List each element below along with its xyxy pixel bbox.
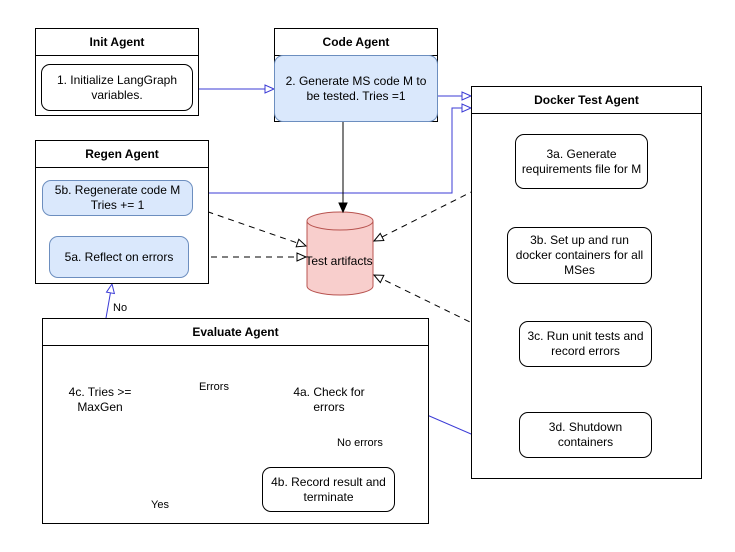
- init-to-code-arrow-head: [264, 84, 276, 94]
- regen-agent-title: Regen Agent: [36, 141, 208, 168]
- init-agent-title: Init Agent: [36, 29, 198, 56]
- reflect-on-errors-node: 5a. Reflect on errors: [49, 236, 189, 278]
- no-edge-label: No: [112, 302, 129, 315]
- evaluate-agent-title: Evaluate Agent: [43, 319, 428, 346]
- record-result-node: 4b. Record result and terminate: [262, 467, 395, 512]
- generate-requirements-node: 3a. Generate requirements file for M: [515, 134, 648, 189]
- regenerate-to-docker-arrow-head: [461, 103, 473, 113]
- setup-run-containers-node: 3b. Set up and run docker containers for…: [507, 227, 652, 284]
- initialize-variables-node: 1. Initialize LangGraph variables.: [41, 64, 193, 111]
- code-agent-title: Code Agent: [275, 29, 437, 56]
- generate-code-node: 2. Generate MS code M to be tested. Trie…: [274, 55, 438, 122]
- shutdown-containers-node: 3d. Shutdown containers: [519, 412, 652, 458]
- check-errors-decision: 4a. Check for errors: [293, 385, 365, 414]
- no-errors-edge-label: No errors: [336, 437, 384, 450]
- test-artifacts-cylinder-body: [306, 221, 374, 296]
- run-unit-tests-node: 3c. Run unit tests and record errors: [519, 321, 652, 367]
- reflect-to-artifacts-dashed-head: [296, 252, 308, 262]
- yes-edge-label: Yes: [150, 499, 170, 512]
- errors-edge-label: Errors: [198, 381, 230, 394]
- code-to-docker-arrow-head: [461, 91, 473, 101]
- code-to-artifacts-arrow-head: [338, 202, 348, 214]
- docker-test-agent-title: Docker Test Agent: [472, 87, 701, 114]
- no-to-regen-arrow-head: [105, 282, 116, 295]
- regenerate-code-node: 5b. Regenerate code M Tries += 1: [42, 180, 193, 216]
- run-tests-to-artifacts-dashed-head: [372, 274, 385, 284]
- test-artifacts-label: Test artifacts: [305, 254, 373, 268]
- regenerate-to-artifacts-dashed-head: [295, 238, 308, 248]
- test-artifacts-cylinder-top: [306, 211, 374, 231]
- regenerate-to-artifacts-dashed: [196, 207, 307, 247]
- generate-req-to-artifacts-dashed-head: [372, 232, 385, 242]
- tries-maxgen-decision: 4c. Tries >= MaxGen: [68, 385, 132, 414]
